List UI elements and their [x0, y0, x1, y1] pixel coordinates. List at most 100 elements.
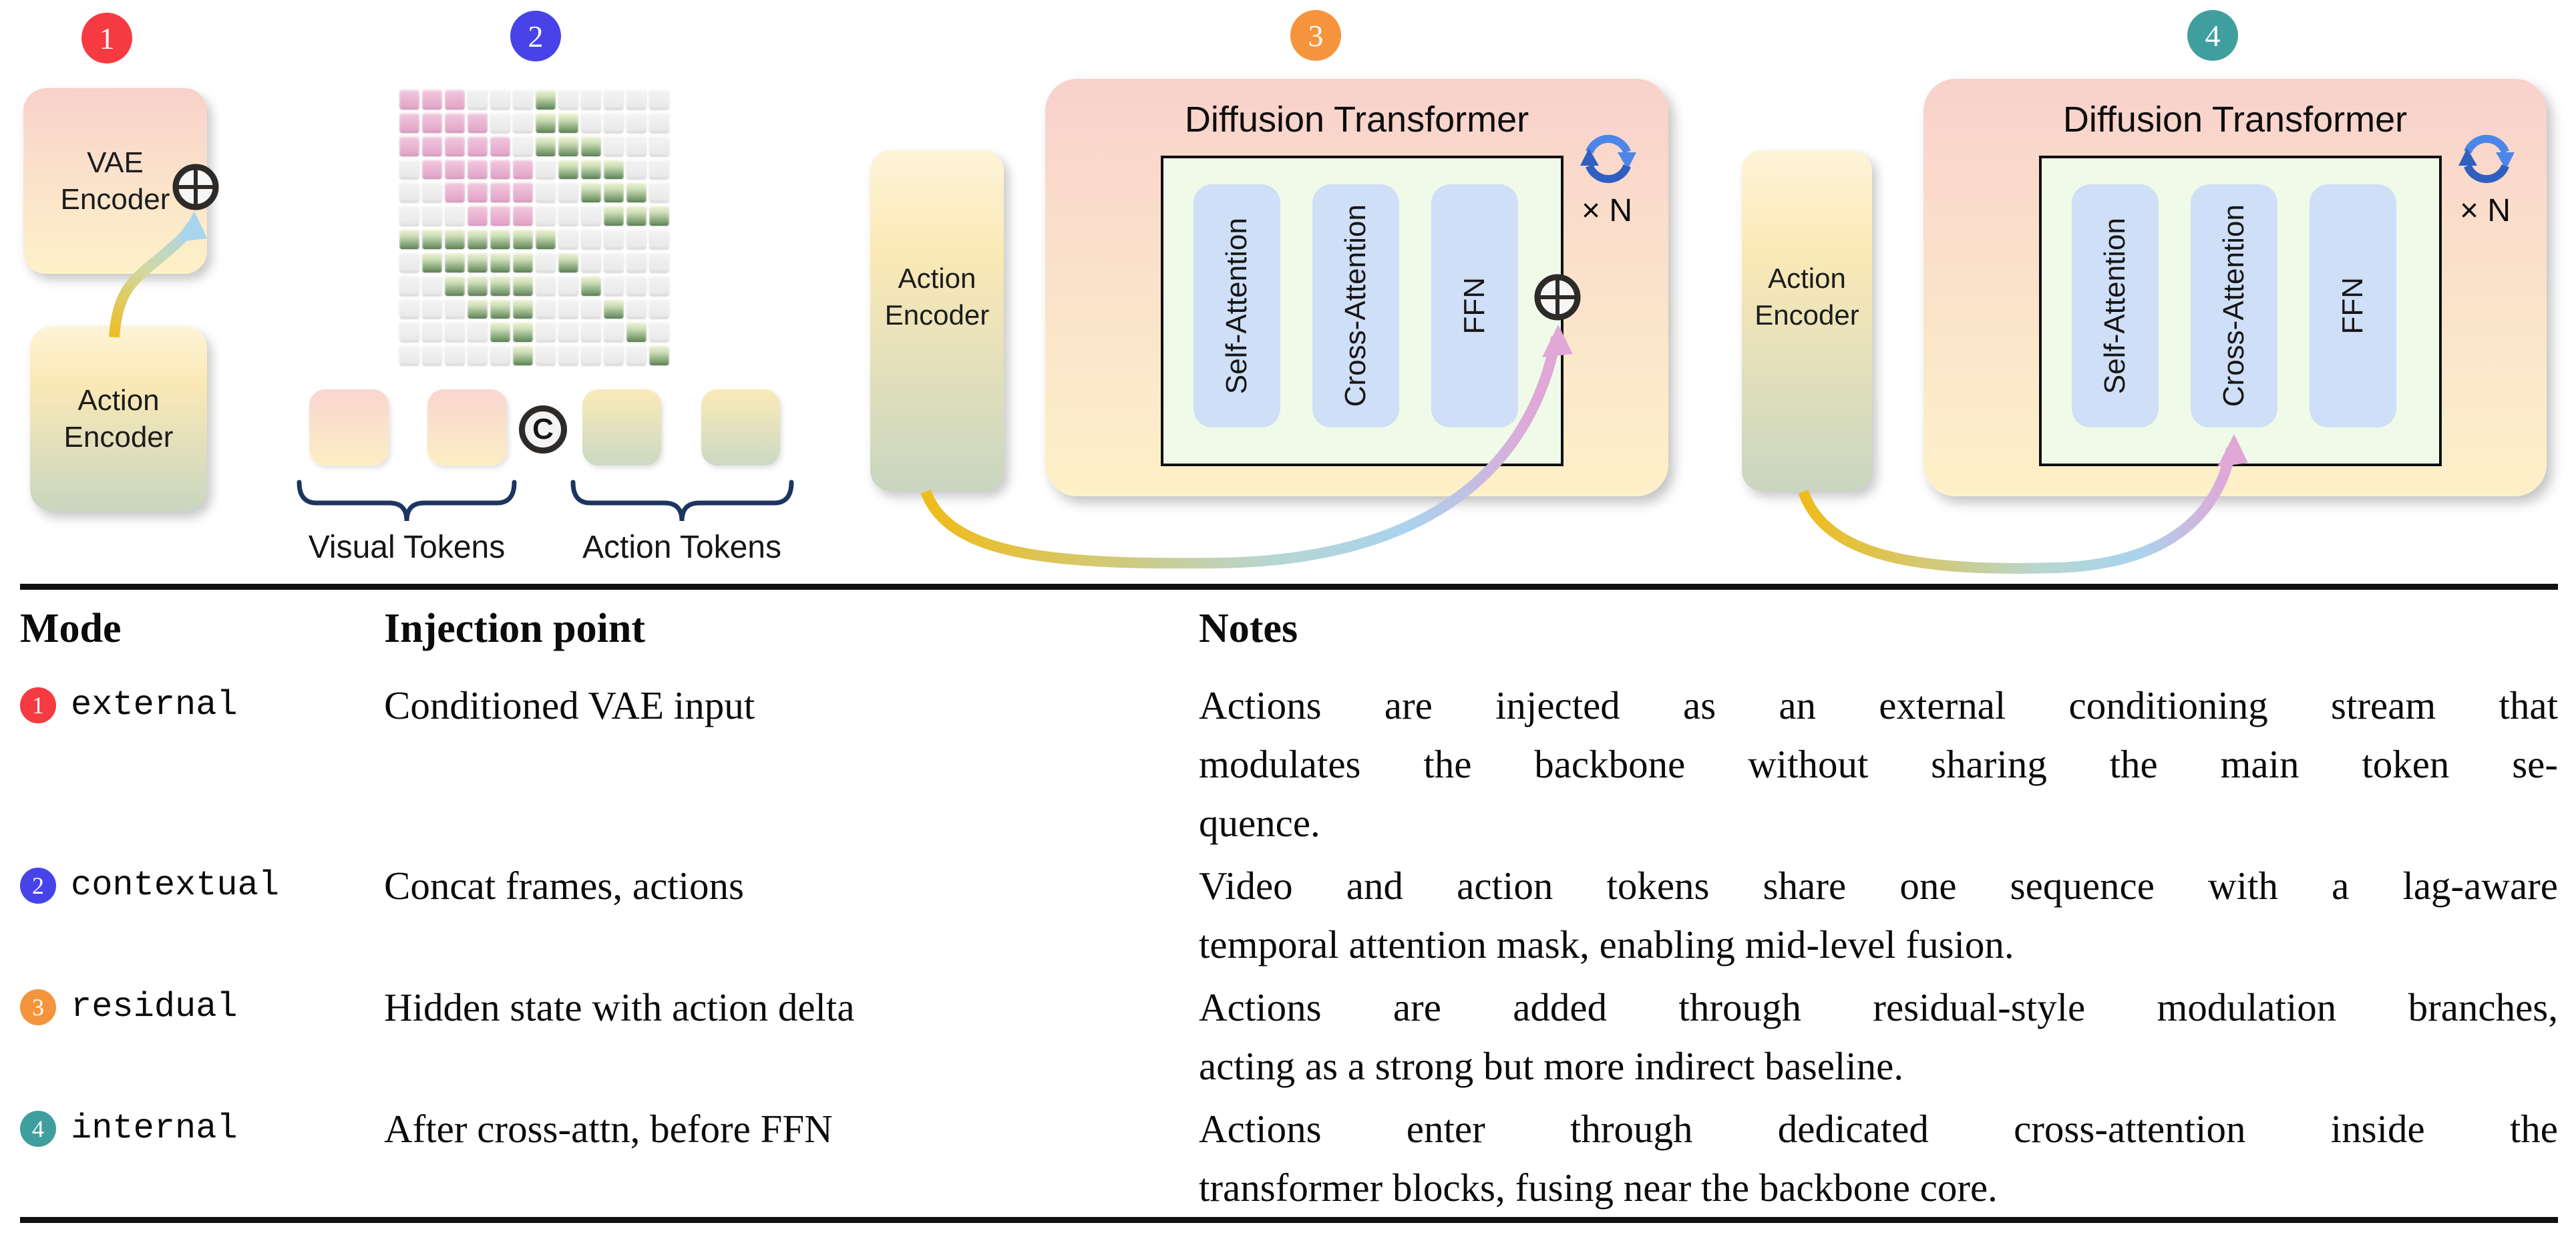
badge-3: 3: [1290, 10, 1341, 61]
mask-cell: [513, 345, 533, 365]
injection-point-cell: Hidden state with action delta: [384, 985, 855, 1029]
mask-cell: [445, 158, 465, 180]
diffusion-transformer-title-3: Diffusion Transformer: [1184, 100, 1529, 140]
mask-cell: [422, 158, 442, 180]
mask-cell: [649, 228, 669, 249]
mask-cell: [604, 298, 624, 319]
mask-cell: [490, 182, 510, 203]
mask-cell: [422, 112, 442, 133]
mask-cell: [649, 158, 669, 180]
badge-3-number: 3: [1308, 18, 1324, 53]
mask-cell: [445, 182, 465, 203]
plus-circle-icon-3: [1534, 274, 1581, 324]
action-tokens-label: Action Tokens: [582, 530, 781, 565]
diffusion-transformer-title-4: Diffusion Transformer: [2062, 100, 2408, 140]
concat-letter: C: [532, 413, 554, 446]
notes-line: Actions are added through residual-style…: [1199, 985, 2558, 1029]
mask-cell: [468, 345, 488, 365]
injection-point-cell: After cross-attn, before FFN: [384, 1107, 833, 1151]
mask-cell: [399, 228, 419, 249]
mask-cell: [649, 298, 669, 319]
mask-cell: [445, 251, 465, 273]
mask-cell: [581, 321, 601, 343]
mask-cell: [445, 228, 465, 249]
notes-line: temporal attention mask, enabling mid-le…: [1199, 922, 2014, 966]
mask-cell: [581, 89, 601, 110]
mask-cell: [445, 89, 465, 110]
mask-cell: [399, 89, 419, 110]
notes-line: Video and action tokens share one sequen…: [1199, 864, 2558, 908]
mask-cell: [626, 182, 647, 203]
mask-cell: [604, 182, 624, 203]
mask-cell: [468, 135, 488, 156]
action-encoder-box-3: Action Encoder: [870, 150, 1004, 491]
mask-cell: [604, 135, 624, 156]
notes-line: modulates the backbone without sharing t…: [1199, 742, 2558, 786]
mask-cell: [399, 345, 419, 365]
mode-badge: 4: [20, 1111, 56, 1147]
mask-cell: [536, 135, 556, 156]
mask-cell: [513, 275, 533, 296]
mask-cell: [490, 135, 510, 156]
ffn-block-4: FFN: [2310, 184, 2396, 427]
mask-cell: [399, 298, 419, 319]
mask-cell: [490, 89, 510, 110]
mask-cell: [445, 275, 465, 296]
notes-cell: Video and action tokens share one sequen…: [1199, 856, 2558, 974]
mask-cell: [626, 158, 647, 180]
mask-cell: [558, 112, 578, 133]
badge-2: 2: [510, 11, 561, 61]
mask-cell: [468, 275, 488, 296]
mask-cell: [399, 158, 419, 180]
mask-cell: [558, 228, 578, 249]
mask-cell: [581, 251, 601, 273]
header-mode: Mode: [20, 606, 122, 651]
action-tokens-brace: [570, 480, 794, 522]
mask-cell: [581, 182, 601, 203]
mask-cell: [626, 251, 647, 273]
mask-cell: [490, 275, 510, 296]
mask-cell: [626, 345, 647, 365]
mask-cell: [626, 228, 647, 249]
notes-cell: Actions are injected as an external cond…: [1199, 676, 2558, 852]
mask-cell: [536, 321, 556, 343]
mask-cell: [490, 112, 510, 133]
mask-cell: [536, 182, 556, 203]
mask-cell: [558, 158, 578, 180]
mask-cell: [490, 345, 510, 365]
mask-cell: [581, 158, 601, 180]
mask-cell: [422, 135, 442, 156]
notes-cell: Actions enter through dedicated cross-at…: [1199, 1099, 2558, 1217]
notes-line: transformer blocks, fusing near the back…: [1199, 1166, 1998, 1210]
concat-icon: C: [519, 405, 567, 454]
mask-cell: [604, 251, 624, 273]
mask-cell: [422, 321, 442, 343]
attention-mask-grid: [399, 89, 669, 365]
mask-cell: [468, 228, 488, 249]
mask-cell: [490, 321, 510, 343]
mask-cell: [422, 251, 442, 273]
cross-attention-block-3: Cross-Attention: [1312, 184, 1399, 427]
mask-cell: [626, 321, 647, 343]
mask-cell: [445, 135, 465, 156]
mask-cell: [513, 251, 533, 273]
mode-name: residual: [71, 987, 238, 1027]
mask-cell: [626, 275, 647, 296]
cross-attention-block-4: Cross-Attention: [2191, 184, 2277, 427]
badge-2-number: 2: [528, 19, 544, 53]
injection-point-cell: Concat frames, actions: [384, 864, 745, 908]
mask-cell: [626, 205, 647, 226]
self-attention-block-3: Self-Attention: [1193, 184, 1280, 427]
mask-cell: [581, 112, 601, 133]
mask-cell: [649, 182, 669, 203]
notes-line: Actions are injected as an external cond…: [1199, 683, 2558, 727]
action-token-2: [701, 389, 780, 466]
mask-cell: [536, 112, 556, 133]
mask-cell: [626, 298, 647, 319]
mask-cell: [490, 251, 510, 273]
mask-cell: [536, 298, 556, 319]
